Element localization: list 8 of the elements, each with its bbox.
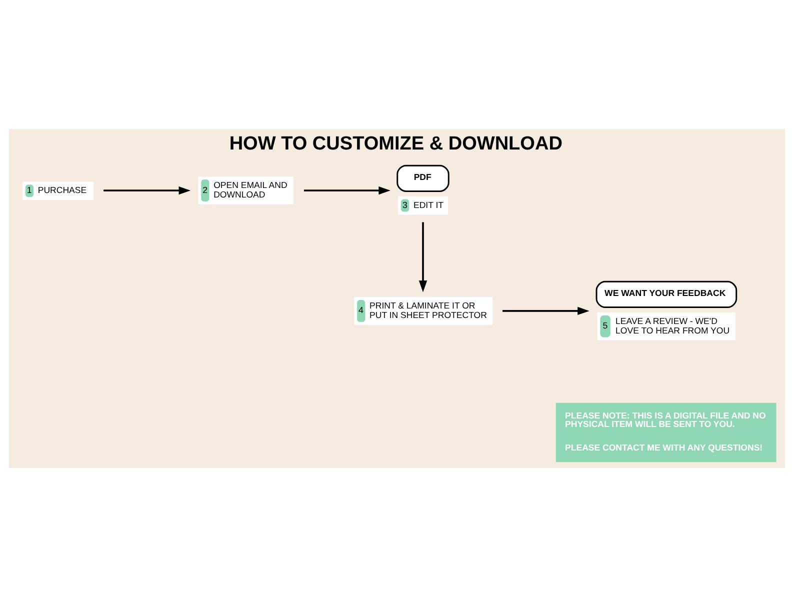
arrow — [418, 222, 428, 292]
diagram-title: HOW TO CUSTOMIZE & DOWNLOAD — [229, 132, 562, 154]
arrow — [104, 186, 191, 194]
arrow — [304, 186, 390, 194]
node-box: 1 PURCHASE — [22, 181, 94, 200]
label: PLEASE NOTE: THIS IS A DIGITAL FILE AND NO PHYSICAL ITEM WILL BE SENT TO YOU. — [565, 410, 766, 429]
label: PLEASE CONTACT ME WITH ANY QUESTIONS! — [565, 442, 763, 452]
arrow — [502, 306, 590, 315]
